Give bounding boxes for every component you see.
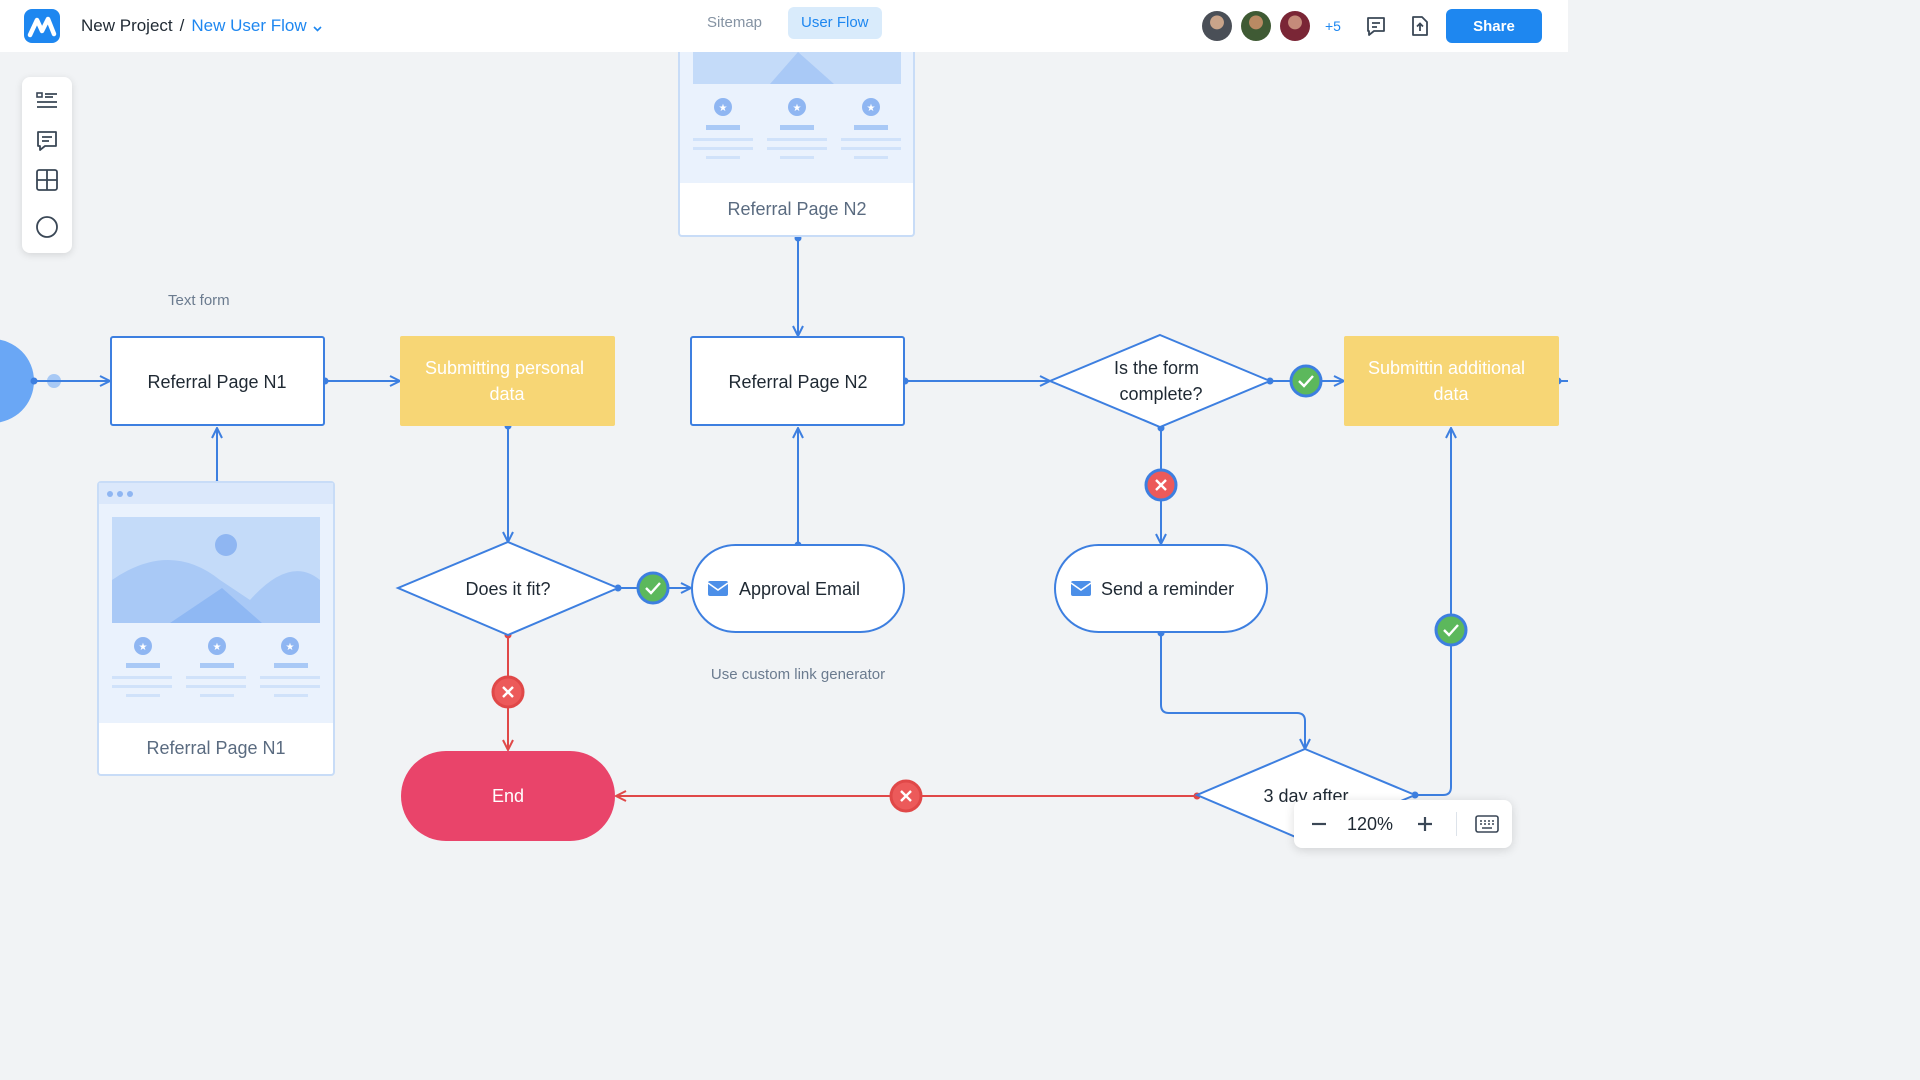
zoom-out-button[interactable] [1304,809,1334,839]
circle-icon[interactable] [34,214,60,240]
breadcrumb-project[interactable]: New Project [81,16,173,35]
grid-icon[interactable] [34,167,60,193]
breadcrumb-flow-name[interactable]: New User Flow [191,16,307,35]
success-badge-does-it-fit[interactable] [636,571,670,605]
star-icon: ★ [862,98,880,116]
svg-text:Submittin additional dat: Submittin additional data [1368,358,1530,404]
failure-connectors [508,635,1197,796]
window-dot-icon [127,491,133,497]
flow-canvas[interactable]: ★ ★ ★ Referral Page N1 ★ ★ ★ Referral Pa… [0,0,1568,882]
text-line-placeholders [693,125,901,159]
node-label: Referral Page N1 [147,372,286,392]
node-label: End [492,786,524,806]
node-label-line: Is the form [1114,358,1199,378]
node-submitting-additional-data[interactable]: Submittin additional data [1344,336,1559,426]
svg-text:★: ★ [286,642,295,653]
top-bar: New Project / New User Flow Sitemap User F… [0,0,1568,52]
share-button[interactable]: Share [1446,9,1542,43]
breadcrumb-separator: / [179,16,185,35]
image-placeholder-icon [112,517,320,623]
node-approval-email[interactable]: Approval Email [691,544,905,633]
envelope-icon [1070,581,1092,596]
node-label-line: Submittin additional [1368,358,1525,378]
check-icon [645,582,661,595]
annotation-custom-link: Use custom link generator [711,666,885,683]
svg-text:Submitting personal data: Submitting personal data [425,358,589,404]
start-node[interactable] [0,339,34,423]
node-end[interactable]: End [401,751,615,841]
node-submitting-personal-data[interactable]: Submitting personal data [400,336,615,426]
keyboard-icon[interactable] [1474,812,1500,836]
flow-connectors [34,238,1568,796]
app-logo-icon[interactable] [24,9,60,43]
thumbnail-referral-n2[interactable]: ★ ★ ★ Referral Page N2 [678,19,915,237]
zoom-level: 120% [1346,814,1394,834]
success-badge-form-complete[interactable] [1289,364,1323,398]
star-icon: ★ [281,637,299,655]
check-icon [1298,375,1314,388]
window-dot-icon [117,491,123,497]
success-badge-three-day[interactable] [1434,613,1468,647]
annotation-text-form: Text form [168,292,230,309]
zoom-control: 120% [1294,800,1512,848]
decision-does-it-fit[interactable]: Does it fit? [395,540,621,637]
node-label: Approval Email [739,579,860,599]
failure-badge-does-it-fit[interactable] [491,675,525,709]
svg-text:★: ★ [793,103,802,114]
comment-icon[interactable] [34,128,60,154]
svg-text:★: ★ [867,103,876,114]
failure-badge-three-day[interactable] [889,779,923,813]
star-icon: ★ [134,637,152,655]
node-label-line: Submitting personal [425,358,584,378]
export-icon[interactable] [1408,14,1432,38]
window-dot-icon [107,491,113,497]
more-collaborators[interactable]: +5 [1325,18,1341,34]
tab-sitemap[interactable]: Sitemap [707,14,763,31]
failure-badge-form-complete[interactable] [1144,468,1178,502]
zoom-in-button[interactable] [1410,809,1440,839]
node-send-reminder[interactable]: Send a reminder [1054,544,1268,633]
star-icon: ★ [714,98,732,116]
close-icon [900,790,912,802]
decision-form-complete[interactable]: Is the form complete? [1047,333,1273,429]
envelope-icon [707,581,729,596]
breadcrumb: New Project / New User Flow [81,16,322,37]
svg-text:★: ★ [719,103,728,114]
close-icon [1155,479,1167,491]
tool-palette [22,77,72,253]
chevron-down-icon[interactable] [313,17,322,37]
star-icon: ★ [788,98,806,116]
thumbnail-referral-n1[interactable]: ★ ★ ★ Referral Page N1 [97,481,335,776]
svg-text:★: ★ [139,642,148,653]
svg-text:★: ★ [213,642,222,653]
node-referral-page-n2[interactable]: Referral Page N2 [690,336,905,426]
node-label: Send a reminder [1101,579,1234,599]
list-icon[interactable] [34,88,60,114]
comments-icon[interactable] [1364,14,1388,38]
node-label-line: data [1433,384,1469,404]
node-label-line: data [489,384,525,404]
check-icon [1443,624,1459,637]
close-icon [502,686,514,698]
avatar[interactable] [1241,11,1271,41]
star-icon: ★ [208,637,226,655]
divider [1456,812,1457,836]
avatar[interactable] [1280,11,1310,41]
node-label: Referral Page N2 [728,372,867,392]
thumbnail-caption: Referral Page N1 [146,738,285,758]
tab-user-flow[interactable]: User Flow [788,7,882,39]
node-label: Does it fit? [465,579,550,599]
thumbnail-caption: Referral Page N2 [727,199,866,219]
svg-text:Is the form complete?: Is the form complete? [1114,358,1204,404]
node-label-line: complete? [1119,384,1202,404]
text-line-placeholders [112,663,320,697]
node-referral-page-n1[interactable]: Referral Page N1 [110,336,325,426]
avatar[interactable] [1202,11,1232,41]
